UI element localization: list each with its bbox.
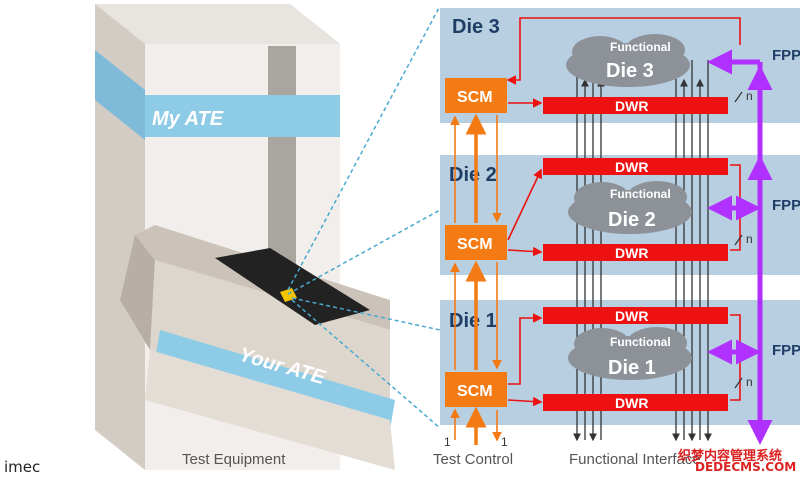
- test-equipment-illustration: My ATE Your ATE: [95, 4, 395, 470]
- die-1-scm: [445, 372, 507, 407]
- die-1-dwr-top: [543, 307, 728, 324]
- die-2-n-label: n: [746, 232, 753, 246]
- prober-body: [150, 260, 390, 420]
- die-2-dwr-top-label: DWR: [615, 159, 648, 175]
- wafer-chuck: [215, 248, 370, 325]
- die-3-title: Die 3: [452, 16, 500, 38]
- die-3-scm-label: SCM: [457, 89, 493, 106]
- die-2-dwr-bottom: [543, 244, 728, 261]
- prober-front: [145, 350, 395, 470]
- watermark-line-1: 织梦内容管理系统: [678, 449, 783, 464]
- ate-cabinet-top: [95, 4, 340, 44]
- die-1-fpp-label: FPP: [772, 342, 800, 359]
- test-control-caption: Test Control: [433, 451, 514, 468]
- test-control-out-width: 1: [501, 435, 508, 449]
- watermark-line-2: DEDECMS.COM: [695, 460, 797, 474]
- dwr-bars: DWR DWR DWR DWR DWR: [543, 97, 728, 411]
- die-3-scm: [445, 78, 507, 113]
- die-1-cloud-small: Functional: [610, 335, 671, 349]
- functional-interface-caption: Functional Interface: [569, 451, 701, 468]
- imec-brand: imec: [4, 458, 41, 476]
- die-3-dwr-bottom-label: DWR: [615, 98, 648, 114]
- my-ate-label: My ATE: [152, 108, 224, 130]
- my-ate-band-side: [95, 50, 145, 140]
- die-3-cloud-big: Die 3: [606, 60, 654, 82]
- scm-blocks: SCM SCM SCM: [445, 78, 507, 407]
- bus-width-marks: [734, 91, 743, 389]
- die-1-dwr-bottom: [543, 394, 728, 411]
- fpp-tsv-lines: [707, 49, 773, 445]
- prober-side: [120, 235, 155, 350]
- functional-die-2-cloud: Functional Die 2: [568, 181, 692, 234]
- die-3-cloud-small: Functional: [610, 40, 671, 54]
- test-equipment-caption: Test Equipment: [182, 451, 286, 468]
- die-1-title: Die 1: [449, 310, 497, 332]
- die-2-fpp-label: FPP: [772, 197, 800, 214]
- die-3-n-label: n: [746, 89, 753, 103]
- die-2-scm-label: SCM: [457, 236, 493, 253]
- die-2-cloud-big: Die 2: [608, 209, 656, 231]
- red-control-lines: [506, 17, 741, 407]
- die-1-cloud-big: Die 1: [608, 357, 656, 379]
- die-1-dwr-bottom-label: DWR: [615, 395, 648, 411]
- die-3-fpp-label: FPP: [772, 47, 800, 64]
- test-control-in-width: 1: [444, 435, 451, 449]
- zoom-lines: [287, 5, 441, 429]
- die-3-dwr-bottom: [543, 97, 728, 114]
- die-2-title: Die 2: [449, 164, 497, 186]
- die-1-dwr-top-label: DWR: [615, 308, 648, 324]
- die-2-cloud-small: Functional: [610, 187, 671, 201]
- die-2-dwr-bottom-label: DWR: [615, 245, 648, 261]
- test-control-lines: [450, 113, 502, 445]
- die-2-dwr-top: [543, 158, 728, 175]
- my-ate-band: [145, 95, 340, 137]
- functional-die-1-cloud: Functional Die 1: [568, 327, 692, 380]
- die-1-scm-label: SCM: [457, 383, 493, 400]
- functional-die-3-cloud: Functional Die 3: [566, 34, 690, 87]
- ate-cabinet-slot: [268, 46, 296, 286]
- die-2-scm: [445, 225, 507, 260]
- die-1-n-label: n: [746, 375, 753, 389]
